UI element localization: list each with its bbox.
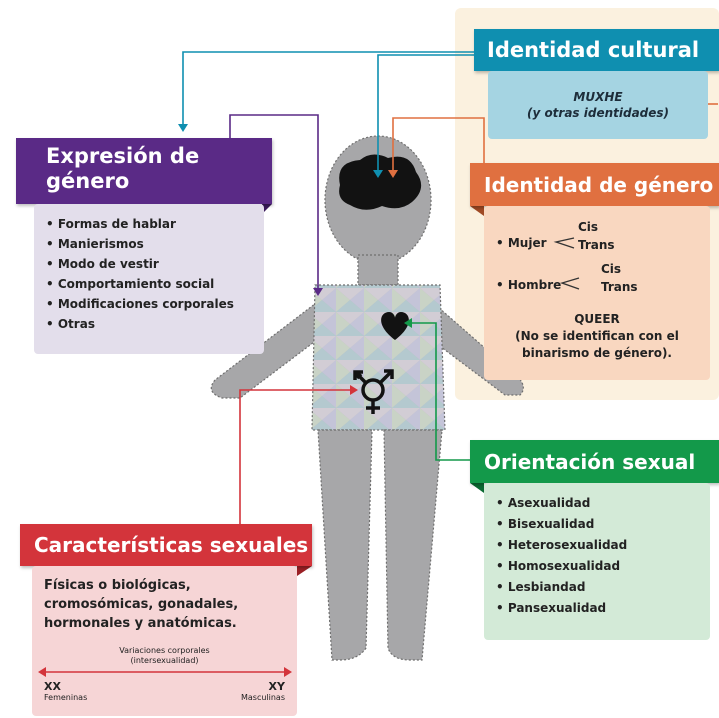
otras-identidades-label: (y otras identidades) (526, 106, 670, 120)
double-arrow-icon (38, 667, 292, 677)
list-item: Modo de vestir (46, 254, 264, 274)
list-item: Modificaciones corporales (46, 294, 264, 314)
hombre-cis: Cis (601, 262, 622, 276)
list-item: Bisexualidad (496, 514, 710, 535)
mujer-label: • Mujer (496, 236, 547, 250)
identidad-genero-header: Identidad de género (470, 163, 719, 206)
caracteristicas-sexuales-header: Características sexuales (20, 524, 312, 566)
brain-icon (339, 154, 422, 210)
hombre-label: • Hombre (496, 278, 562, 292)
expresion-genero-box: Formas de hablar Manierismos Modo de ves… (34, 204, 264, 354)
list-item: Heterosexualidad (496, 535, 710, 556)
orientacion-sexual-header: Orientación sexual (470, 440, 719, 483)
queer-line1: (No se identifican con el (515, 329, 679, 343)
mujer-cis: Cis (578, 220, 599, 234)
identidad-cultural-box: MUXHE (y otras identidades) (488, 71, 708, 139)
mujer-trans: Trans (578, 238, 615, 252)
bracket-lines (553, 237, 580, 290)
list-item: Asexualidad (496, 493, 710, 514)
xx-label: XX (44, 680, 61, 693)
orientacion-sexual-title: Orientación sexual (484, 449, 696, 474)
masculinas-label: Masculinas (240, 693, 285, 702)
queer-line2: binarismo de género). (522, 346, 672, 360)
intersexualidad-label: (intersexualidad) (130, 656, 199, 665)
muxhe-label: MUXHE (573, 90, 623, 104)
identidad-cultural-title: Identidad cultural (487, 38, 700, 62)
caracteristicas-sexuales-title: Características sexuales (34, 533, 309, 557)
caracteristicas-line1: Físicas o biológicas, (44, 578, 191, 593)
femeninas-label: Femeninas (44, 693, 88, 702)
caracteristicas-sexuales-box: Físicas o biológicas, cromosómicas, gona… (32, 566, 297, 716)
caracteristicas-line2: cromosómicas, gonadales, (44, 597, 239, 612)
list-item: Formas de hablar (46, 214, 264, 234)
list-item: Lesbiandad (496, 577, 710, 598)
list-item: Comportamiento social (46, 274, 264, 294)
queer-title: QUEER (574, 312, 620, 326)
expresion-genero-title-line1: Expresión de (46, 144, 200, 168)
expresion-genero-title-line2: género (46, 169, 130, 193)
list-item: Homosexualidad (496, 556, 710, 577)
identidad-genero-box: • Mujer Cis Trans • Hombre Cis Trans QUE… (484, 206, 710, 380)
list-item: Otras (46, 314, 264, 334)
variaciones-label: Variaciones corporales (119, 646, 210, 655)
expresion-list: Formas de hablar Manierismos Modo de ves… (46, 214, 264, 334)
identidad-cultural-header: Identidad cultural (474, 29, 719, 71)
xy-label: XY (268, 680, 285, 693)
orientacion-list: Asexualidad Bisexualidad Heterosexualida… (496, 493, 710, 619)
expresion-genero-header: Expresión de género (16, 138, 272, 204)
list-item: Manierismos (46, 234, 264, 254)
list-item: Pansexualidad (496, 598, 710, 619)
heart-icon (381, 312, 409, 340)
orientacion-sexual-box: Asexualidad Bisexualidad Heterosexualida… (484, 483, 710, 640)
identidad-genero-title: Identidad de género (484, 172, 714, 197)
transgender-symbol-icon (353, 369, 394, 414)
caracteristicas-line3: hormonales y anatómicas. (44, 616, 237, 631)
hombre-trans: Trans (601, 280, 638, 294)
